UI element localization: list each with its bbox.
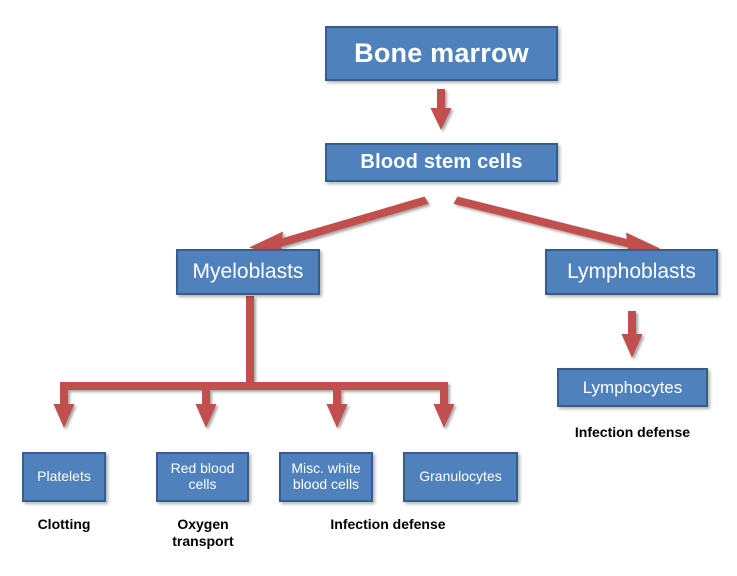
node-red-blood-cells[interactable]: Red blood cells xyxy=(156,452,249,502)
node-misc-white-blood-cells[interactable]: Misc. white blood cells xyxy=(279,452,373,502)
arrow-lymphoblasts-to-lymphocytes xyxy=(621,311,643,358)
node-myeloblasts[interactable]: Myeloblasts xyxy=(176,249,320,295)
node-granulocytes[interactable]: Granulocytes xyxy=(403,452,518,502)
node-lymphoblasts[interactable]: Lymphoblasts xyxy=(545,249,718,295)
connector-myeloblasts-branch-bus xyxy=(53,296,455,428)
node-blood-stem-cells[interactable]: Blood stem cells xyxy=(325,143,558,182)
caption-clotting: Clotting xyxy=(37,516,91,532)
node-platelets[interactable]: Platelets xyxy=(22,452,106,502)
caption-infection-defense-myeloid: Infection defense xyxy=(330,516,446,532)
arrow-bone-marrow-to-blood-stem-cells xyxy=(430,89,452,130)
caption-oxygen-transport: Oxygen transport xyxy=(172,516,234,550)
caption-infection-defense-lymphoid: Infection defense xyxy=(574,424,691,440)
arrow-blood-stem-cells-to-myeloblasts xyxy=(249,196,429,257)
node-bone-marrow[interactable]: Bone marrow xyxy=(325,26,558,81)
node-lymphocytes[interactable]: Lymphocytes xyxy=(557,368,708,407)
